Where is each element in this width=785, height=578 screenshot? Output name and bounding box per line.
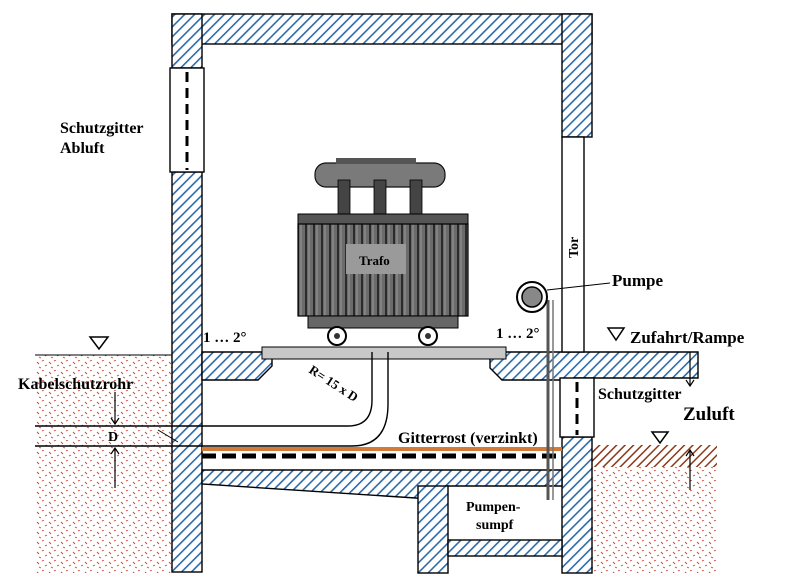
dimension-arrows [110,352,695,490]
pump [516,281,611,500]
label-diameter: D [108,430,118,445]
label-kabelschutzrohr: Kabelschutzrohr [18,376,133,393]
label-zufahrt-rampe: Zufahrt/Rampe [630,328,745,347]
label-pumpensumpf: Pumpen- [466,500,521,515]
label-radius: R= 15 x D [306,362,361,405]
ground-level-markers [88,327,670,445]
label-tor: Tor [567,237,582,258]
label-schutzgitter-zuluft: Schutzgitter [598,386,682,403]
label-abluft: Abluft [60,140,105,157]
building-walls [171,13,699,574]
cable-conduit [35,352,389,447]
transformer [297,158,469,346]
gate [561,136,585,353]
label-sumpf: sumpf [476,518,514,533]
grating [202,447,562,459]
label-slope-right: 1 … 2° [496,326,540,342]
exhaust-grille [169,67,205,173]
floor-slab [261,346,507,360]
soil-right [592,445,717,573]
label-pumpe: Pumpe [612,271,663,290]
label-slope-left: 1 … 2° [203,330,247,346]
label-trafo: Trafo [359,253,390,268]
label-zuluft: Zuluft [683,404,735,425]
label-schutzgitter-abluft: Schutzgitter [60,120,144,137]
soil-left [35,354,172,573]
supply-grille [559,377,595,438]
label-gitterrost: Gitterrost (verzinkt) [398,430,538,447]
